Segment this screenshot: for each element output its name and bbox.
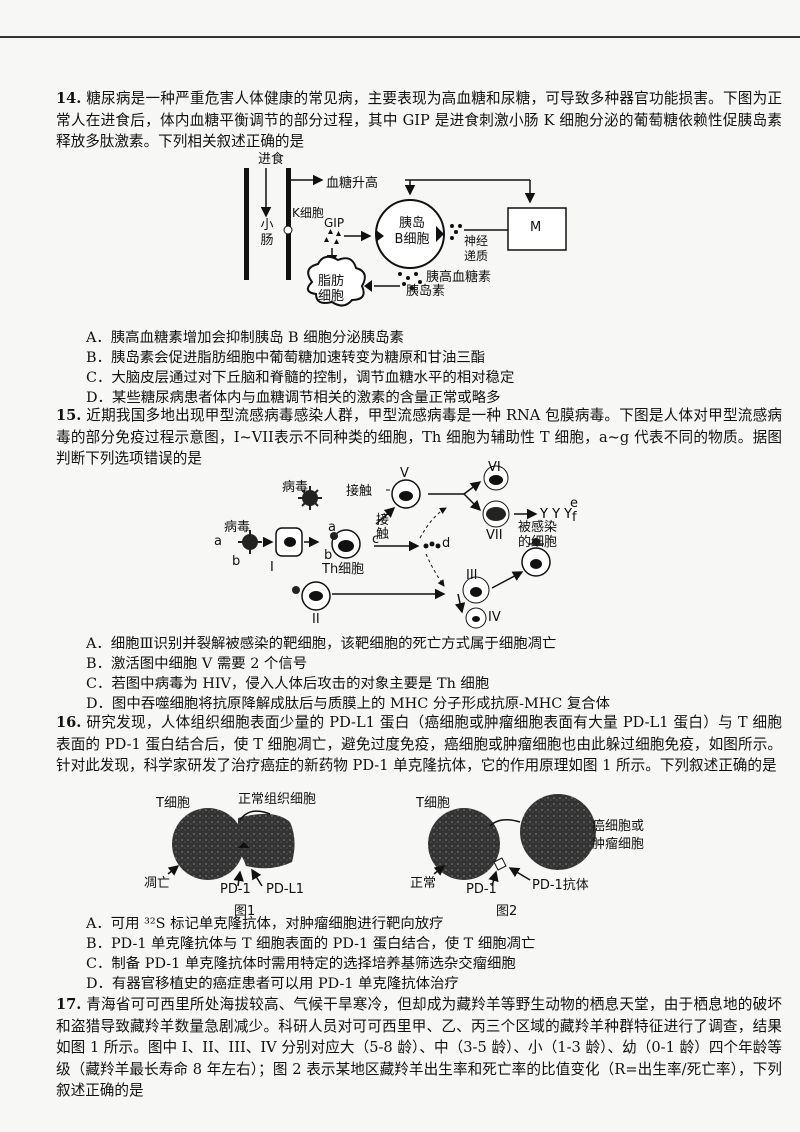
question-number: 14. — [56, 90, 82, 107]
q16-figure-2: T细胞 癌细胞或 肿瘤细胞 正常 PD-1 PD-1抗体 图2 — [408, 790, 688, 919]
question-number: 17. — [56, 996, 82, 1013]
label-infected-cell: 被感染 的细胞 — [518, 520, 558, 550]
label-roman-vi: VI — [488, 460, 501, 475]
label-bingdu-left: 病毒 — [224, 520, 251, 535]
fig1-label-pdl1: PD-L1 — [266, 882, 305, 897]
question-14-stem: 14. 糖尿病是一种严重危害人体健康的常见病，主要表现为高血糖和尿糖，可导致多种… — [56, 88, 782, 153]
label-zhifang-cell: 脂肪 细胞 — [318, 274, 345, 304]
label-kcell: K细胞 — [292, 206, 324, 220]
label-m: M — [530, 220, 542, 235]
fig2-label-cancer-cell: 癌细胞或 肿瘤细胞 — [592, 819, 645, 852]
q16-figure-1: T细胞 正常组织细胞 凋亡 PD-1 PD-L1 图1 — [138, 790, 368, 919]
label-roman-ii: II — [312, 612, 320, 627]
label-jinshi: 进食 — [258, 152, 285, 167]
q14-option-b[interactable]: B．胰岛素会促进脂肪细胞中葡萄糖加速转变为糖原和甘油三酯 — [86, 350, 486, 366]
label-jiechu-mid: 接 触 — [376, 513, 390, 542]
question-15-stem: 15. 近期我国多地出现甲型流感病毒感染人群，甲型流感病毒是一种 RNA 包膜病… — [56, 405, 782, 470]
label-c: c — [372, 532, 380, 547]
question-number: 15. — [56, 407, 82, 424]
label-xiaochang: 小肠 — [260, 218, 274, 248]
fig1-label-pd1: PD-1 — [220, 882, 251, 897]
label-xuetang-shenggao: 血糖升高 — [326, 176, 379, 191]
fig2-label-pd1: PD-1 — [466, 882, 497, 897]
question-text: 近期我国多地出现甲型流感病毒感染人群，甲型流感病毒是一种 RNA 包膜病毒。下图… — [56, 407, 782, 468]
q15-option-d[interactable]: D．图中吞噬细胞将抗原降解成肽后与质膜上的 MHC 分子形成抗原-MHC 复合体 — [86, 696, 611, 712]
q14-figure: 进食 小肠 K细胞 GIP 血糖升高 胰岛 B细胞 神经 递质 M 胰高血糖素 … — [240, 150, 580, 328]
q14-diagram-svg — [244, 168, 567, 307]
label-f: f — [572, 510, 577, 525]
q14-option-c[interactable]: C．大脑皮层通过对下丘脑和脊髓的控制，调节血糖水平的相对稳定 — [86, 370, 515, 386]
label-roman-vii: VII — [486, 528, 503, 543]
q15-diagram-svg: Y Y Y — [238, 465, 572, 629]
fig1-label-normal-tissue: 正常组织细胞 — [238, 792, 317, 807]
label-yigaoxuetangsu: 胰高血糖素 — [426, 270, 492, 285]
label-gip: GIP — [324, 216, 345, 230]
label-d: d — [442, 536, 451, 551]
q16-option-d[interactable]: D．有器官移植史的癌症患者可以用 PD-1 单克隆抗体治疗 — [86, 976, 459, 992]
q16-option-c[interactable]: C．制备 PD-1 单克隆抗体时需用特定的选择培养基筛选杂交瘤细胞 — [86, 956, 516, 972]
label-roman-v: V — [400, 466, 409, 481]
fig1-label-apoptosis: 凋亡 — [144, 876, 171, 891]
fig1-label-tcell: T细胞 — [156, 796, 190, 811]
question-text: 青海省可可西里所处海拔较高、气候干旱寒冷，但却成为藏羚羊等野生动物的栖息天堂，由… — [56, 996, 782, 1100]
fig1-caption: 图1 — [234, 904, 256, 919]
q16-fig1-svg — [167, 808, 295, 887]
fig2-caption: 图2 — [496, 904, 518, 919]
label-a2: a — [328, 520, 336, 535]
label-th-cell: Th细胞 — [322, 562, 365, 577]
page-top-rule — [0, 36, 800, 38]
q16-option-b[interactable]: B．PD-1 单克隆抗体与 T 细胞表面的 PD-1 蛋白结合，使 T 细胞凋亡 — [86, 936, 536, 952]
label-bingdu-top: 病毒 — [282, 480, 309, 495]
label-e: e — [570, 496, 578, 511]
question-16-stem: 16. 研究发现，人体组织细胞表面少量的 PD-L1 蛋白（癌细胞或肿瘤细胞表面… — [56, 712, 782, 777]
label-b2: b — [324, 548, 333, 563]
label-roman-iv: IV — [488, 610, 501, 625]
fig2-label-tcell: T细胞 — [416, 796, 450, 811]
label-roman-iii: III — [466, 568, 478, 583]
q15-option-a[interactable]: A．细胞Ⅲ识别并裂解被感染的靶细胞，该靶细胞的死亡方式属于细胞凋亡 — [86, 636, 557, 652]
q15-figure: Y Y Y — [206, 460, 586, 630]
q14-option-d[interactable]: D．某些糖尿病患者体内与血糖调节相关的激素的含量正常或略多 — [86, 390, 501, 406]
label-jiechu-top: 接触 — [346, 484, 373, 499]
label-a: a — [214, 534, 222, 549]
question-number: 16. — [56, 714, 82, 731]
label-b: b — [232, 554, 241, 569]
q15-option-c[interactable]: C．若图中病毒为 HIV，侵入人体后攻击的对象主要是 Th 细胞 — [86, 676, 490, 692]
svg-text:Y Y Y: Y Y Y — [539, 507, 572, 522]
label-shenjing-dizhi: 神经 递质 — [464, 234, 489, 263]
q15-option-b[interactable]: B．激活图中细胞 V 需要 2 个信号 — [86, 656, 308, 672]
label-yidao-b-cell: 胰岛 B细胞 — [394, 216, 430, 247]
fig2-label-pd1-antibody: PD-1抗体 — [532, 878, 589, 893]
label-yidaosu: 胰岛素 — [406, 284, 446, 299]
question-text: 研究发现，人体组织细胞表面少量的 PD-L1 蛋白（癌细胞或肿瘤细胞表面有大量 … — [56, 714, 782, 775]
fig2-label-normal: 正常 — [410, 876, 437, 891]
question-text: 糖尿病是一种严重危害人体健康的常见病，主要表现为高血糖和尿糖，可导致多种器官功能… — [56, 90, 782, 151]
q16-option-a[interactable]: A．可用 ³²S 标记单克隆抗体，对肿瘤细胞进行靶向放疗 — [86, 916, 444, 932]
q16-fig2-svg — [428, 794, 596, 887]
question-17-stem: 17. 青海省可可西里所处海拔较高、气候干旱寒冷，但却成为藏羚羊等野生动物的栖息… — [56, 994, 782, 1102]
label-roman-i: I — [270, 560, 274, 575]
q14-option-a[interactable]: A．胰高血糖素增加会抑制胰岛 B 细胞分泌胰岛素 — [86, 330, 404, 346]
